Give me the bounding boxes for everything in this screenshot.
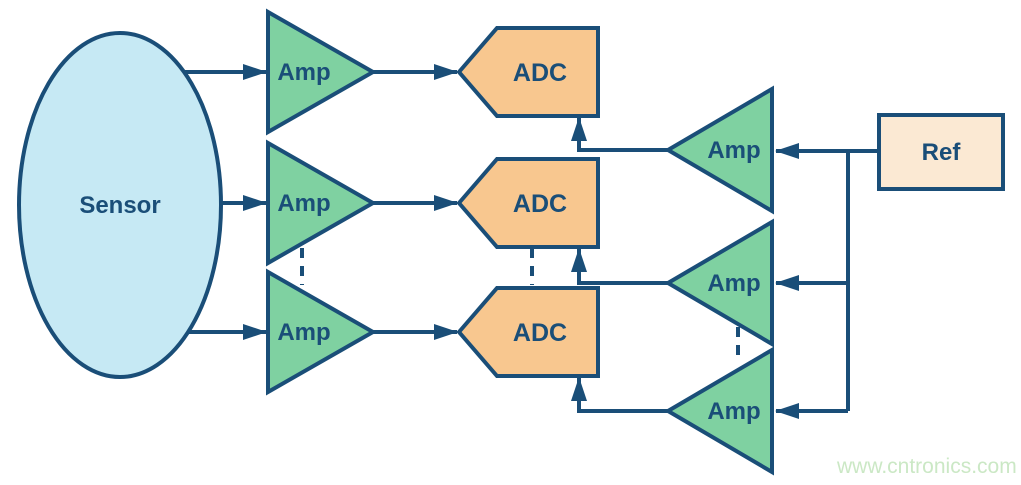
watermark-text: www.cntronics.com [836, 455, 1017, 478]
signal-amp-3: Amp [266, 268, 378, 396]
adc-2-pentagon [456, 157, 600, 249]
ref-amp-2-label: Amp [707, 270, 760, 297]
sensor-node: Sensor [17, 31, 223, 379]
refamp2-to-adc2-arrow [571, 248, 668, 285]
ref-amp-1-triangle [664, 85, 774, 215]
adc-2-label: ADC [513, 190, 567, 218]
signal-amp-1-label: Amp [277, 59, 330, 86]
signal-amp-3-triangle [266, 268, 378, 396]
adc-3-label: ADC [513, 319, 567, 347]
signal-amp-2: Amp [266, 139, 378, 267]
ref-source-node: Ref [877, 113, 1005, 191]
sensor-label: Sensor [79, 192, 160, 219]
adc-3: ADC [456, 286, 600, 378]
ref-amp-2-triangle [664, 218, 774, 348]
refamp1-to-adc1-arrow [571, 117, 668, 152]
adc-1-label: ADC [513, 59, 567, 87]
signal-amp-1: Amp [266, 8, 378, 136]
ref-amp-2: Amp [664, 218, 774, 348]
ref-amp-1: Amp [664, 85, 774, 215]
refamp3-to-adc3-arrow [571, 377, 668, 413]
ref-source-rect [877, 113, 1005, 191]
signal-amp-3-label: Amp [277, 319, 330, 346]
ref-amp-1-label: Amp [707, 137, 760, 164]
adc-3-pentagon [456, 286, 600, 378]
ref-amp-3: Amp [664, 346, 774, 476]
ref-source-label: Ref [922, 139, 962, 166]
ref-amp-3-label: Amp [707, 398, 760, 425]
ref-amp-3-triangle [664, 346, 774, 476]
adc-1: ADC [456, 26, 600, 118]
signal-amp-2-triangle [266, 139, 378, 267]
signal-amp-1-triangle [266, 8, 378, 136]
adc-1-pentagon [456, 26, 600, 118]
signal-amp-2-label: Amp [277, 190, 330, 217]
adc-2: ADC [456, 157, 600, 249]
